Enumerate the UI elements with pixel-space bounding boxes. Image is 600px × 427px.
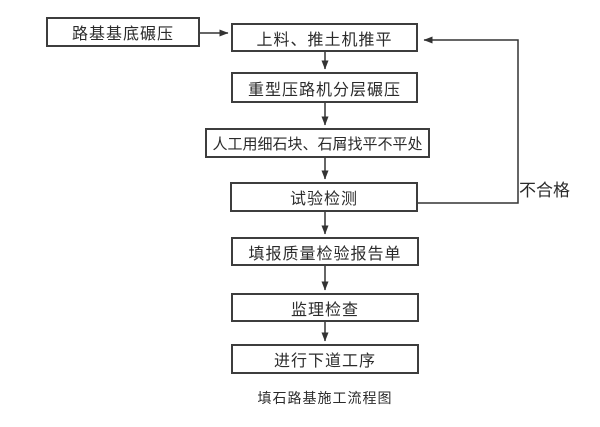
flow-node-label: 监理检查 (290, 301, 359, 319)
flow-node-manual-fine-stone-leveling: 人工用细石块、石屑找平不平处 (205, 128, 430, 158)
edge-label-fail: 不合格 (519, 181, 570, 200)
flow-node-label: 人工用细石块、石屑找平不平处 (212, 135, 423, 153)
diagram-caption: 填石路基施工流程图 (257, 390, 393, 406)
flow-node-label: 试验检测 (289, 191, 358, 208)
flow-node-loading-bulldozer-leveling: 上料、推土机推平 (231, 23, 418, 52)
flow-node-roadbed-base-compaction: 路基基底碾压 (46, 17, 200, 47)
arrow-fail-feedback-loop (418, 36, 519, 204)
flow-node-quality-inspection-report: 填报质量检验报告单 (231, 237, 419, 266)
flow-node-label: 填报质量检验报告单 (248, 245, 402, 263)
flow-node-label: 重型压路机分层碾压 (247, 81, 401, 99)
flow-node-next-procedure: 进行下道工序 (231, 344, 419, 374)
flow-node-supervision-check: 监理检查 (231, 293, 419, 322)
flow-node-label: 上料、推土机推平 (256, 31, 393, 49)
flow-node-label: 进行下道工序 (273, 353, 376, 370)
flow-node-test-inspection: 试验检测 (230, 182, 418, 212)
flow-node-heavy-roller-layered-compaction: 重型压路机分层碾压 (231, 72, 418, 103)
flow-node-label: 路基基底碾压 (71, 26, 174, 43)
